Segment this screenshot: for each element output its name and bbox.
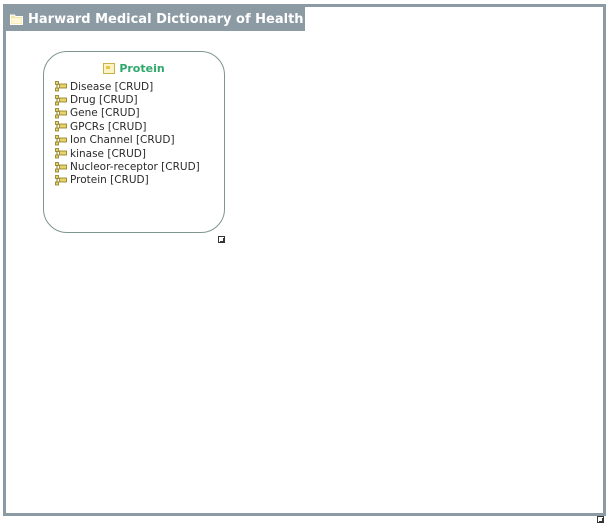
- entity-item[interactable]: GPCRs [CRUD]: [55, 120, 200, 133]
- relation-icon: [55, 161, 67, 173]
- relation-icon: [55, 121, 67, 132]
- map-canvas[interactable]: Harward Medical Dictionary of Health Map…: [3, 4, 606, 516]
- entity-item-label: GPCRs [CRUD]: [70, 120, 147, 133]
- entity-item-label: Drug [CRUD]: [70, 94, 138, 107]
- entity-item[interactable]: Nucleor-receptor [CRUD]: [55, 160, 200, 173]
- entity-item[interactable]: Ion Channel [CRUD]: [55, 134, 200, 147]
- map-title-tab: Harward Medical Dictionary of Health Map: [6, 7, 339, 31]
- entity-box-protein[interactable]: Protein Disease [CRUD]Drug [CRUD]Gene [C…: [43, 51, 225, 233]
- entity-item[interactable]: kinase [CRUD]: [55, 147, 200, 160]
- entity-header: Protein: [44, 62, 224, 75]
- map-title: Harward Medical Dictionary of Health Map: [28, 11, 340, 27]
- relation-icon: [55, 94, 67, 106]
- relation-icon: [55, 175, 67, 186]
- entity-item[interactable]: Gene [CRUD]: [55, 107, 200, 120]
- table-icon: [103, 63, 116, 74]
- entity-item-label: kinase [CRUD]: [70, 147, 146, 160]
- entity-item-label: Nucleor-receptor [CRUD]: [70, 161, 200, 174]
- entity-item-label: Gene [CRUD]: [70, 107, 140, 120]
- entity-item-label: Ion Channel [CRUD]: [70, 134, 175, 147]
- relation-icon: [55, 108, 67, 119]
- entity-item-label: Protein [CRUD]: [70, 174, 149, 187]
- entity-item[interactable]: Protein [CRUD]: [55, 174, 200, 187]
- entity-item[interactable]: Drug [CRUD]: [55, 93, 200, 106]
- entity-title[interactable]: Protein: [119, 62, 165, 75]
- folder-icon: [10, 13, 23, 25]
- relation-icon: [55, 148, 67, 159]
- entity-item-list: Disease [CRUD]Drug [CRUD]Gene [CRUD]GPCR…: [55, 80, 200, 187]
- relation-icon: [55, 134, 67, 146]
- canvas-resize-handle[interactable]: [597, 516, 604, 523]
- entity-item-label: Disease [CRUD]: [70, 80, 154, 93]
- relation-icon: [55, 81, 67, 92]
- entity-resize-handle[interactable]: [218, 236, 225, 243]
- entity-item[interactable]: Disease [CRUD]: [55, 80, 200, 93]
